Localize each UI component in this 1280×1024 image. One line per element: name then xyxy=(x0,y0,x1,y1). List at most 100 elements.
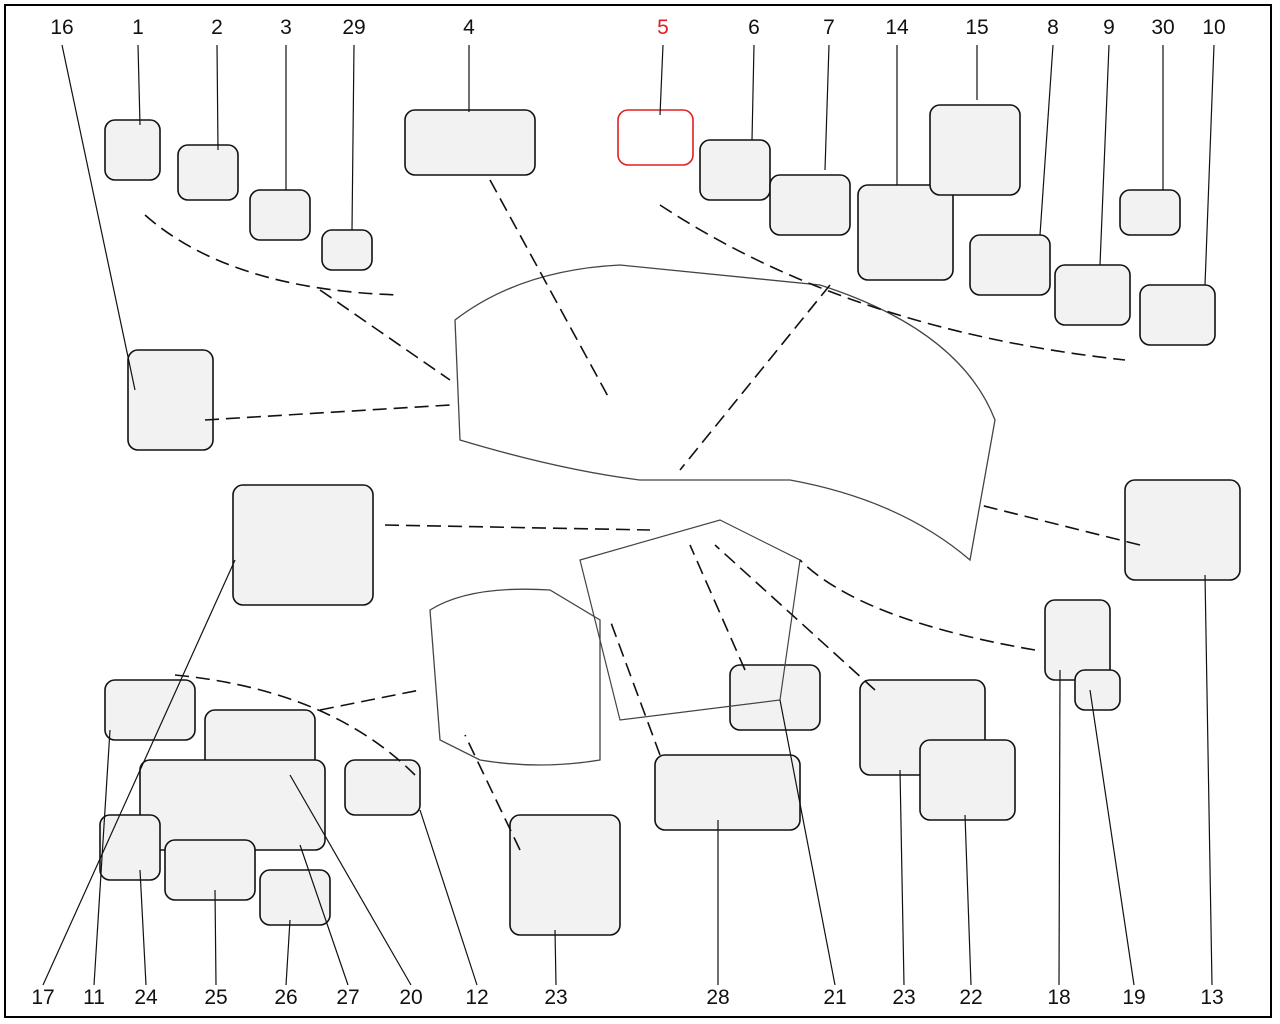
callout-23: 23 xyxy=(892,986,916,1009)
callout-4: 4 xyxy=(463,16,475,39)
leader-dashed-10 xyxy=(464,734,521,851)
callout-8: 8 xyxy=(1047,16,1059,39)
part-9 xyxy=(929,104,1021,196)
leader-line-20 xyxy=(299,844,349,986)
leader-line-18 xyxy=(214,889,217,986)
callout-16: 16 xyxy=(50,16,74,39)
leader-dashed-9 xyxy=(319,689,421,711)
part-25 xyxy=(654,754,801,831)
callout-21: 21 xyxy=(823,986,847,1009)
tunnel-outline xyxy=(579,519,801,721)
part-7 xyxy=(769,174,851,236)
callout-20: 20 xyxy=(399,986,423,1009)
leader-line-15 xyxy=(42,559,236,986)
leader-line-4 xyxy=(351,44,355,231)
leader-dashed-8 xyxy=(979,504,1141,546)
part-4 xyxy=(404,109,536,176)
part-22 xyxy=(259,869,331,926)
callout-3: 3 xyxy=(280,16,292,39)
leader-dashed-14 xyxy=(799,559,1036,651)
part-26 xyxy=(729,664,821,731)
leader-line-25 xyxy=(779,699,836,986)
callout-18: 18 xyxy=(1047,986,1071,1009)
callout-7: 7 xyxy=(823,16,835,39)
part-28 xyxy=(919,739,1016,821)
leader-dashed-0 xyxy=(144,214,401,296)
callout-30: 30 xyxy=(1151,16,1175,39)
leader-line-6 xyxy=(659,44,664,116)
part-10 xyxy=(969,234,1051,296)
part-1 xyxy=(177,144,239,201)
part-20 xyxy=(99,814,161,881)
leader-line-28 xyxy=(1058,669,1061,986)
callout-2: 2 xyxy=(211,16,223,39)
callout-17: 17 xyxy=(31,986,55,1009)
leader-dashed-6 xyxy=(204,404,451,421)
leader-line-27 xyxy=(964,814,972,986)
leader-dashed-12 xyxy=(689,544,746,671)
leader-line-2 xyxy=(216,44,219,151)
leader-dashed-13 xyxy=(714,544,876,691)
part-19 xyxy=(139,759,326,851)
leader-line-26 xyxy=(899,769,905,986)
leader-dashed-3 xyxy=(319,289,451,381)
callout-24: 24 xyxy=(134,986,158,1009)
part-16 xyxy=(1124,479,1241,581)
callout-6: 6 xyxy=(748,16,760,39)
part-15 xyxy=(232,484,374,606)
leader-line-19 xyxy=(285,919,291,986)
callout-14: 14 xyxy=(885,16,909,39)
leader-line-11 xyxy=(1039,44,1054,236)
leader-dashed-11 xyxy=(609,619,661,756)
leader-line-14 xyxy=(1204,44,1215,286)
callout-15: 15 xyxy=(965,16,989,39)
callout-28: 28 xyxy=(706,986,730,1009)
callout-26: 26 xyxy=(274,986,298,1009)
leader-dashed-2 xyxy=(174,674,416,776)
callout-5: 5 xyxy=(657,16,669,39)
callout-1: 1 xyxy=(132,16,144,39)
callout-29: 29 xyxy=(342,16,366,39)
part-0 xyxy=(104,119,161,181)
callout-22: 22 xyxy=(959,986,983,1009)
leader-dashed-4 xyxy=(489,179,611,401)
part-30 xyxy=(1074,669,1121,711)
callout-25: 25 xyxy=(204,986,228,1009)
part-3 xyxy=(321,229,373,271)
leader-dashed-7 xyxy=(384,524,651,531)
part-23 xyxy=(344,759,421,816)
callout-27: 27 xyxy=(336,986,360,1009)
leader-line-22 xyxy=(419,809,478,986)
leader-line-17 xyxy=(139,869,147,986)
part-8 xyxy=(857,184,954,281)
callout-9: 9 xyxy=(1103,16,1115,39)
part-24 xyxy=(509,814,621,936)
part-29 xyxy=(1044,599,1111,681)
leader-line-30 xyxy=(1204,574,1213,986)
leader-dashed-1 xyxy=(659,204,1126,361)
leader-line-21 xyxy=(289,774,412,986)
callout-10: 10 xyxy=(1202,16,1226,39)
leader-line-16 xyxy=(93,729,111,986)
callout-13: 13 xyxy=(1200,986,1224,1009)
part-21 xyxy=(164,839,256,901)
part-12 xyxy=(1119,189,1181,236)
part-14 xyxy=(127,349,214,451)
callout-11: 11 xyxy=(83,986,105,1009)
diagram-frame xyxy=(4,4,1272,1018)
part-6 xyxy=(699,139,771,201)
part-2 xyxy=(249,189,311,241)
leader-line-7 xyxy=(751,44,755,141)
part-11 xyxy=(1054,264,1131,326)
leader-dashed-5 xyxy=(679,284,831,471)
callout-23: 23 xyxy=(544,986,568,1009)
leader-line-1 xyxy=(137,44,141,126)
part-17 xyxy=(104,679,196,741)
callout-12: 12 xyxy=(465,986,489,1009)
callout-19: 19 xyxy=(1122,986,1146,1009)
leader-line-12 xyxy=(1099,44,1110,266)
part-13 xyxy=(1139,284,1216,346)
center-console-outline xyxy=(429,588,601,766)
